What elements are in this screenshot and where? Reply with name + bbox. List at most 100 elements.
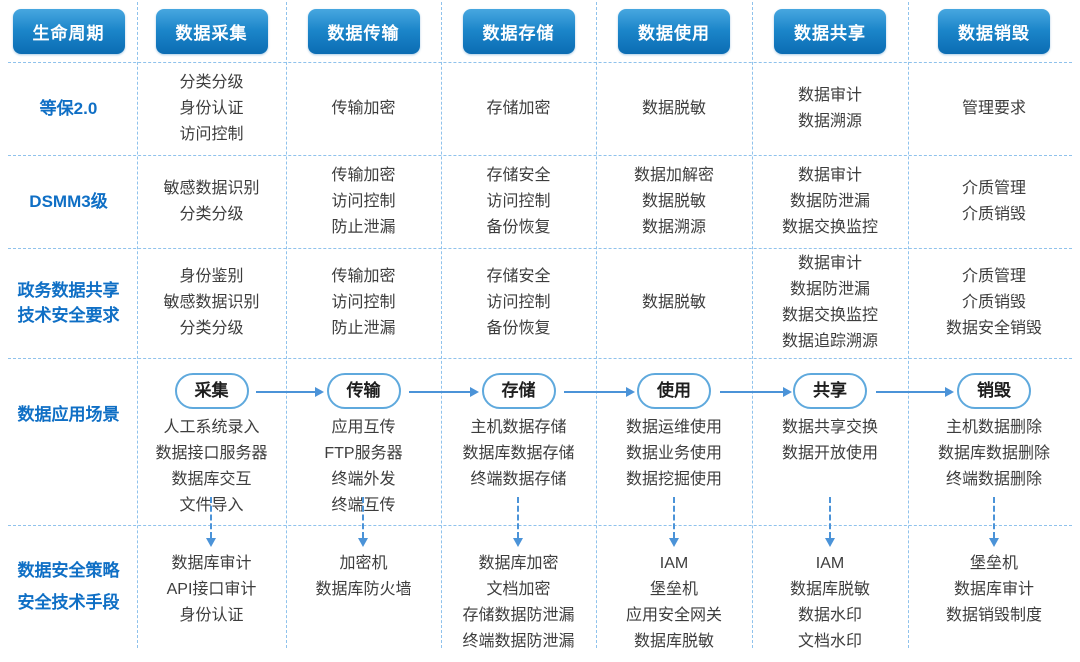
- row-label-security-measures: 数据安全策略安全技术手段: [0, 525, 137, 662]
- stage-cell-destruction: 销毁主机数据删除数据库数据删除终端数据删除: [908, 358, 1080, 525]
- header-tab-sharing[interactable]: 数据共享: [774, 8, 886, 54]
- stage-item: 应用互传: [331, 419, 396, 436]
- cell-line: 介质管理: [961, 268, 1026, 285]
- row-label-dengbao20: 等保2.0: [0, 62, 137, 155]
- header-tab-lifecycle[interactable]: 生命周期: [12, 8, 125, 54]
- matrix-cell-gov-share-security-sharing: 数据审计数据防泄漏数据交换监控数据追踪溯源: [752, 248, 908, 358]
- cell-line: 管理要求: [961, 99, 1026, 117]
- row-separator: [8, 248, 1072, 249]
- cell-line: 敏感数据识别: [163, 294, 260, 311]
- matrix-cell-gov-share-security-collection: 身份鉴别敏感数据识别分类分级: [137, 248, 286, 358]
- cell-line: 数据追踪溯源: [781, 333, 878, 350]
- stage-item: 终端数据删除: [945, 471, 1042, 488]
- cell-line: IAM: [815, 555, 845, 572]
- column-separator: [441, 2, 442, 648]
- stage-item: 数据库交互: [171, 471, 252, 488]
- cell-line: 数据审计: [797, 166, 862, 184]
- matrix-cell-dengbao20-storage: 存储加密: [441, 62, 596, 155]
- matrix-cell-gov-share-security-storage: 存储安全访问控制备份恢复: [441, 248, 596, 358]
- right-arrow-icon: [876, 387, 954, 397]
- cell-line: 访问控制: [179, 125, 244, 143]
- cell-line: 存储加密: [486, 99, 551, 117]
- column-separator: [286, 2, 287, 648]
- matrix-cell-dengbao20-collection: 分类分级身份认证访问控制: [137, 62, 286, 155]
- stage-item: 数据接口服务器: [155, 445, 268, 462]
- cell-line: 传输加密: [331, 268, 396, 285]
- header-tab-transmission[interactable]: 数据传输: [307, 8, 420, 54]
- row-label-line: 政务数据共享: [17, 281, 120, 300]
- header-cell-lifecycle: 生命周期: [0, 0, 137, 62]
- stage-item: 数据共享交换: [781, 419, 878, 436]
- row-label-line: DSMM3级: [29, 192, 108, 211]
- cell-line: 访问控制: [486, 192, 551, 210]
- stage-pill-storage: 存储: [481, 373, 556, 409]
- stage-list-storage: 主机数据存储数据库数据存储终端数据存储: [462, 415, 574, 493]
- right-arrow-icon: [564, 387, 635, 397]
- row-separator: [8, 155, 1072, 156]
- measures-cell-transmission: 加密机数据库防火墙: [286, 525, 441, 662]
- cell-line: 数据交换监控: [781, 307, 878, 324]
- header-tab-collection[interactable]: 数据采集: [155, 8, 268, 54]
- header-cell-storage: 数据存储: [441, 0, 596, 62]
- down-arrow-icon: [669, 497, 679, 547]
- header-tab-destruction[interactable]: 数据销毁: [938, 8, 1050, 54]
- row-label-line: 数据应用场景: [17, 405, 120, 424]
- stage-item: FTP服务器: [324, 445, 403, 462]
- cell-line: 身份认证: [179, 99, 244, 117]
- cell-line: 数据库脱敏: [789, 581, 870, 598]
- cell-line: 备份恢复: [486, 320, 551, 337]
- cell-line: 应用安全网关: [625, 607, 722, 624]
- measures-cell-destruction: 堡垒机数据库审计数据销毁制度: [908, 525, 1080, 662]
- down-arrow-icon: [206, 497, 216, 547]
- header-cell-transmission: 数据传输: [286, 0, 441, 62]
- stage-list-usage: 数据运维使用数据业务使用数据挖掘使用: [626, 415, 722, 493]
- right-arrow-icon: [409, 387, 479, 397]
- stage-pill-usage: 使用: [637, 373, 711, 409]
- cell-line: 数据库审计: [953, 581, 1034, 598]
- stage-pill-destruction: 销毁: [957, 373, 1031, 409]
- stage-item: 数据库数据删除: [937, 445, 1050, 462]
- cell-line: 数据水印: [797, 607, 862, 624]
- stage-item: 终端外发: [331, 471, 396, 488]
- cell-line: 数据安全销毁: [945, 320, 1042, 337]
- down-arrow-icon: [513, 497, 523, 547]
- stage-item: 数据业务使用: [625, 445, 722, 462]
- cell-line: 敏感数据识别: [163, 179, 260, 197]
- header-tab-usage[interactable]: 数据使用: [618, 8, 730, 54]
- header-cell-sharing: 数据共享: [752, 0, 908, 62]
- row-label-application-scenarios: 数据应用场景: [0, 358, 137, 525]
- header-cell-destruction: 数据销毁: [908, 0, 1080, 62]
- column-separator: [752, 2, 753, 648]
- stage-item: 数据运维使用: [625, 419, 722, 436]
- stage-pill-transmission: 传输: [326, 373, 401, 409]
- stage-item: 主机数据存储: [470, 419, 567, 436]
- stage-cell-usage: 使用数据运维使用数据业务使用数据挖掘使用: [596, 358, 752, 525]
- stage-item: 人工系统录入: [163, 419, 260, 436]
- cell-line: 访问控制: [331, 192, 396, 210]
- cell-line: 数据销毁制度: [945, 607, 1042, 624]
- row-label-dsmm3: DSMM3级: [0, 155, 137, 248]
- cell-line: 数据脱敏: [641, 99, 706, 117]
- matrix-cell-dengbao20-destruction: 管理要求: [908, 62, 1080, 155]
- column-separator: [137, 2, 138, 648]
- cell-line: 介质销毁: [961, 294, 1026, 311]
- matrix-cell-dengbao20-sharing: 数据审计数据溯源: [752, 62, 908, 155]
- row-separator: [8, 62, 1072, 63]
- cell-line: 介质管理: [961, 179, 1026, 197]
- header-tab-storage[interactable]: 数据存储: [462, 8, 575, 54]
- cell-line: 数据防泄漏: [789, 281, 870, 298]
- stage-item: 数据挖掘使用: [625, 471, 722, 488]
- matrix-cell-dsmm3-usage: 数据加解密数据脱敏数据溯源: [596, 155, 752, 248]
- column-separator: [596, 2, 597, 648]
- cell-line: 数据溯源: [641, 218, 706, 236]
- right-arrow-icon: [256, 387, 324, 397]
- cell-line: 访问控制: [486, 294, 551, 311]
- matrix-cell-dsmm3-storage: 存储安全访问控制备份恢复: [441, 155, 596, 248]
- cell-line: 身份认证: [179, 607, 244, 624]
- row-separator: [8, 525, 1072, 526]
